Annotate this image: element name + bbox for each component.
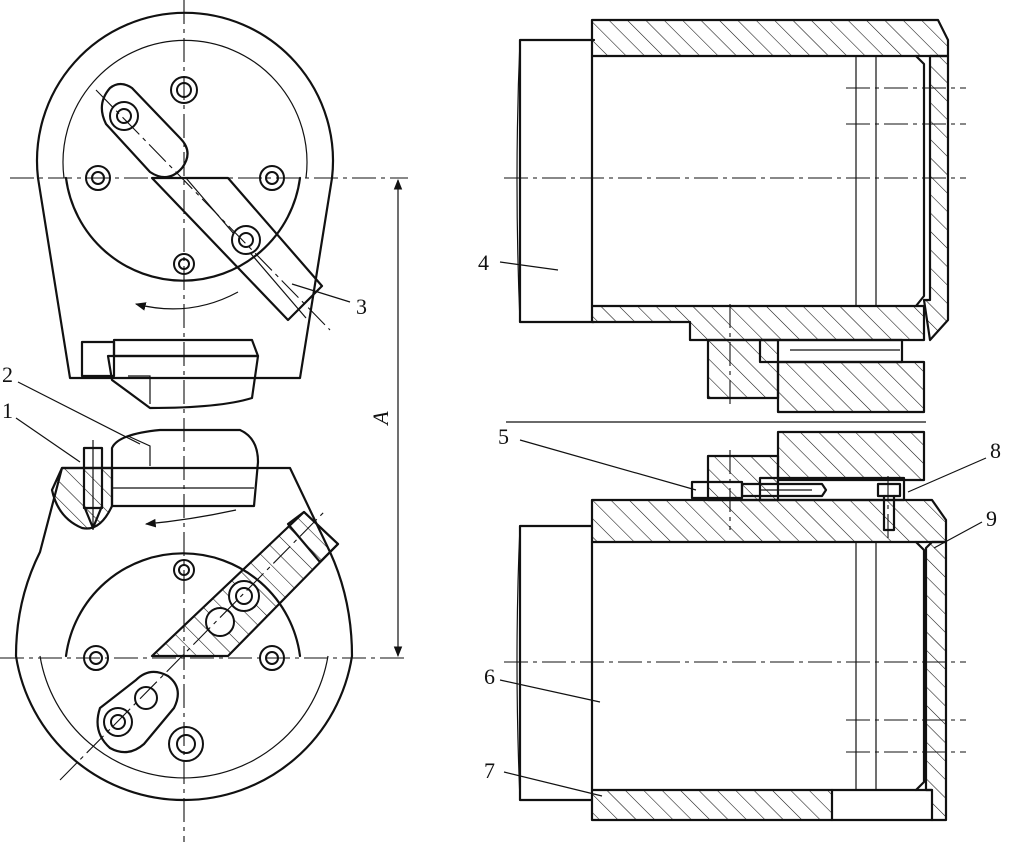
callout-2: 2 bbox=[2, 362, 13, 387]
upper-roll-end-view bbox=[35, 11, 335, 410]
callout-9: 9 bbox=[986, 506, 997, 531]
callout-7: 7 bbox=[484, 758, 495, 783]
lower-roll-section bbox=[516, 430, 948, 822]
right-view-center-lines bbox=[504, 87, 966, 753]
upper-roll-section bbox=[516, 18, 950, 414]
callout-1: 1 bbox=[2, 398, 13, 423]
left-view-center-lines bbox=[0, 0, 408, 842]
callout-8: 8 bbox=[990, 438, 1001, 463]
callout-3: 3 bbox=[356, 294, 367, 319]
callout-5: 5 bbox=[498, 424, 509, 449]
callout-6: 6 bbox=[484, 664, 495, 689]
callout-leaders bbox=[15, 261, 987, 797]
callout-4: 4 bbox=[478, 250, 489, 275]
rotation-arrow-icon bbox=[134, 291, 239, 311]
dimension-a: A bbox=[368, 178, 403, 658]
dimension-a-label: A bbox=[368, 411, 393, 427]
